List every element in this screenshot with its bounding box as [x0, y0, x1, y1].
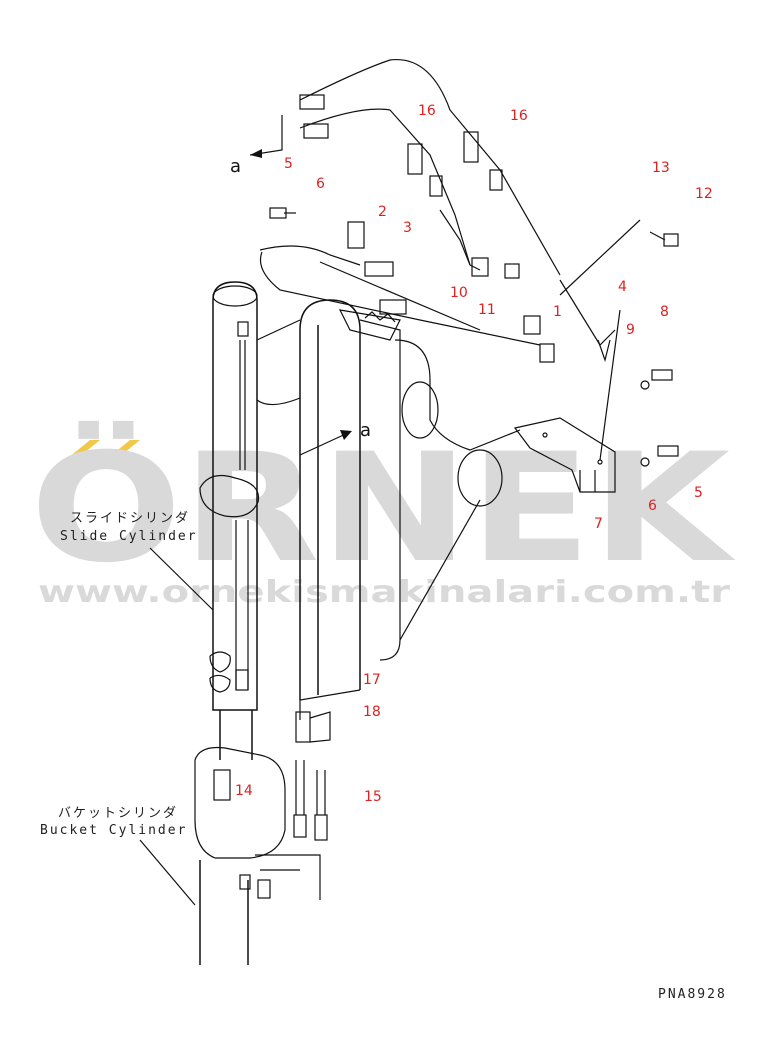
- callout-4: 4: [618, 279, 627, 295]
- callout-5-top: 5: [284, 156, 293, 172]
- callout-18: 18: [363, 704, 381, 720]
- watermark-brand: ÖRNEK: [30, 420, 736, 596]
- callout-14: 14: [235, 783, 253, 799]
- line-art: [139, 59, 679, 965]
- callout-6-top: 6: [316, 176, 325, 192]
- callout-12: 12: [695, 186, 713, 202]
- upper-hoses-drawing: [259, 59, 679, 467]
- watermark-accent-left: [68, 440, 100, 458]
- callout-10: 10: [450, 285, 468, 301]
- watermark-accent-right: [108, 440, 140, 458]
- callout-16-left: 16: [418, 103, 436, 119]
- callout-9: 9: [626, 322, 635, 338]
- slide-cylinder-label-en: Slide Cylinder: [60, 529, 198, 544]
- callouts: 16 16 5 6 2 3 13 12 10 4 11 1 8 9 5 6 7 …: [235, 103, 713, 805]
- labels: a a スライドシリンダ Slide Cylinder バケットシリンダ Buc…: [40, 156, 727, 1002]
- bucket-cylinder-drawing: [194, 710, 321, 965]
- watermark-url: www.ornekismakinalari.com.tr: [38, 575, 730, 610]
- bracket-drawing: [513, 417, 616, 493]
- hoses-14-15-drawing: [293, 711, 331, 841]
- callout-13: 13: [652, 160, 670, 176]
- callout-16-right: 16: [510, 108, 528, 124]
- callout-6-right: 6: [648, 498, 657, 514]
- slide-cylinder-label-jp: スライドシリンダ: [70, 511, 190, 526]
- callout-2: 2: [378, 204, 387, 220]
- view-a-arrows: [249, 115, 352, 456]
- callout-1: 1: [553, 304, 562, 320]
- boom-frame-drawing: [256, 299, 521, 720]
- drawing-code: PNA8928: [658, 987, 727, 1002]
- slide-cylinder-drawing: [199, 281, 260, 711]
- callout-3: 3: [403, 220, 412, 236]
- view-a-label-top: a: [230, 156, 241, 177]
- watermark: ÖRNEK www.ornekismakinalari.com.tr: [30, 420, 736, 610]
- callout-7: 7: [594, 516, 603, 532]
- bucket-cylinder-label-jp: バケットシリンダ: [58, 806, 178, 821]
- callout-5-right: 5: [694, 485, 703, 501]
- bucket-cylinder-label-en: Bucket Cylinder: [40, 823, 187, 838]
- callout-17: 17: [363, 672, 381, 688]
- leader-lines: [139, 547, 214, 906]
- callout-8: 8: [660, 304, 669, 320]
- view-a-label-mid: a: [360, 420, 371, 441]
- callout-11: 11: [478, 302, 496, 318]
- callout-15: 15: [364, 789, 382, 805]
